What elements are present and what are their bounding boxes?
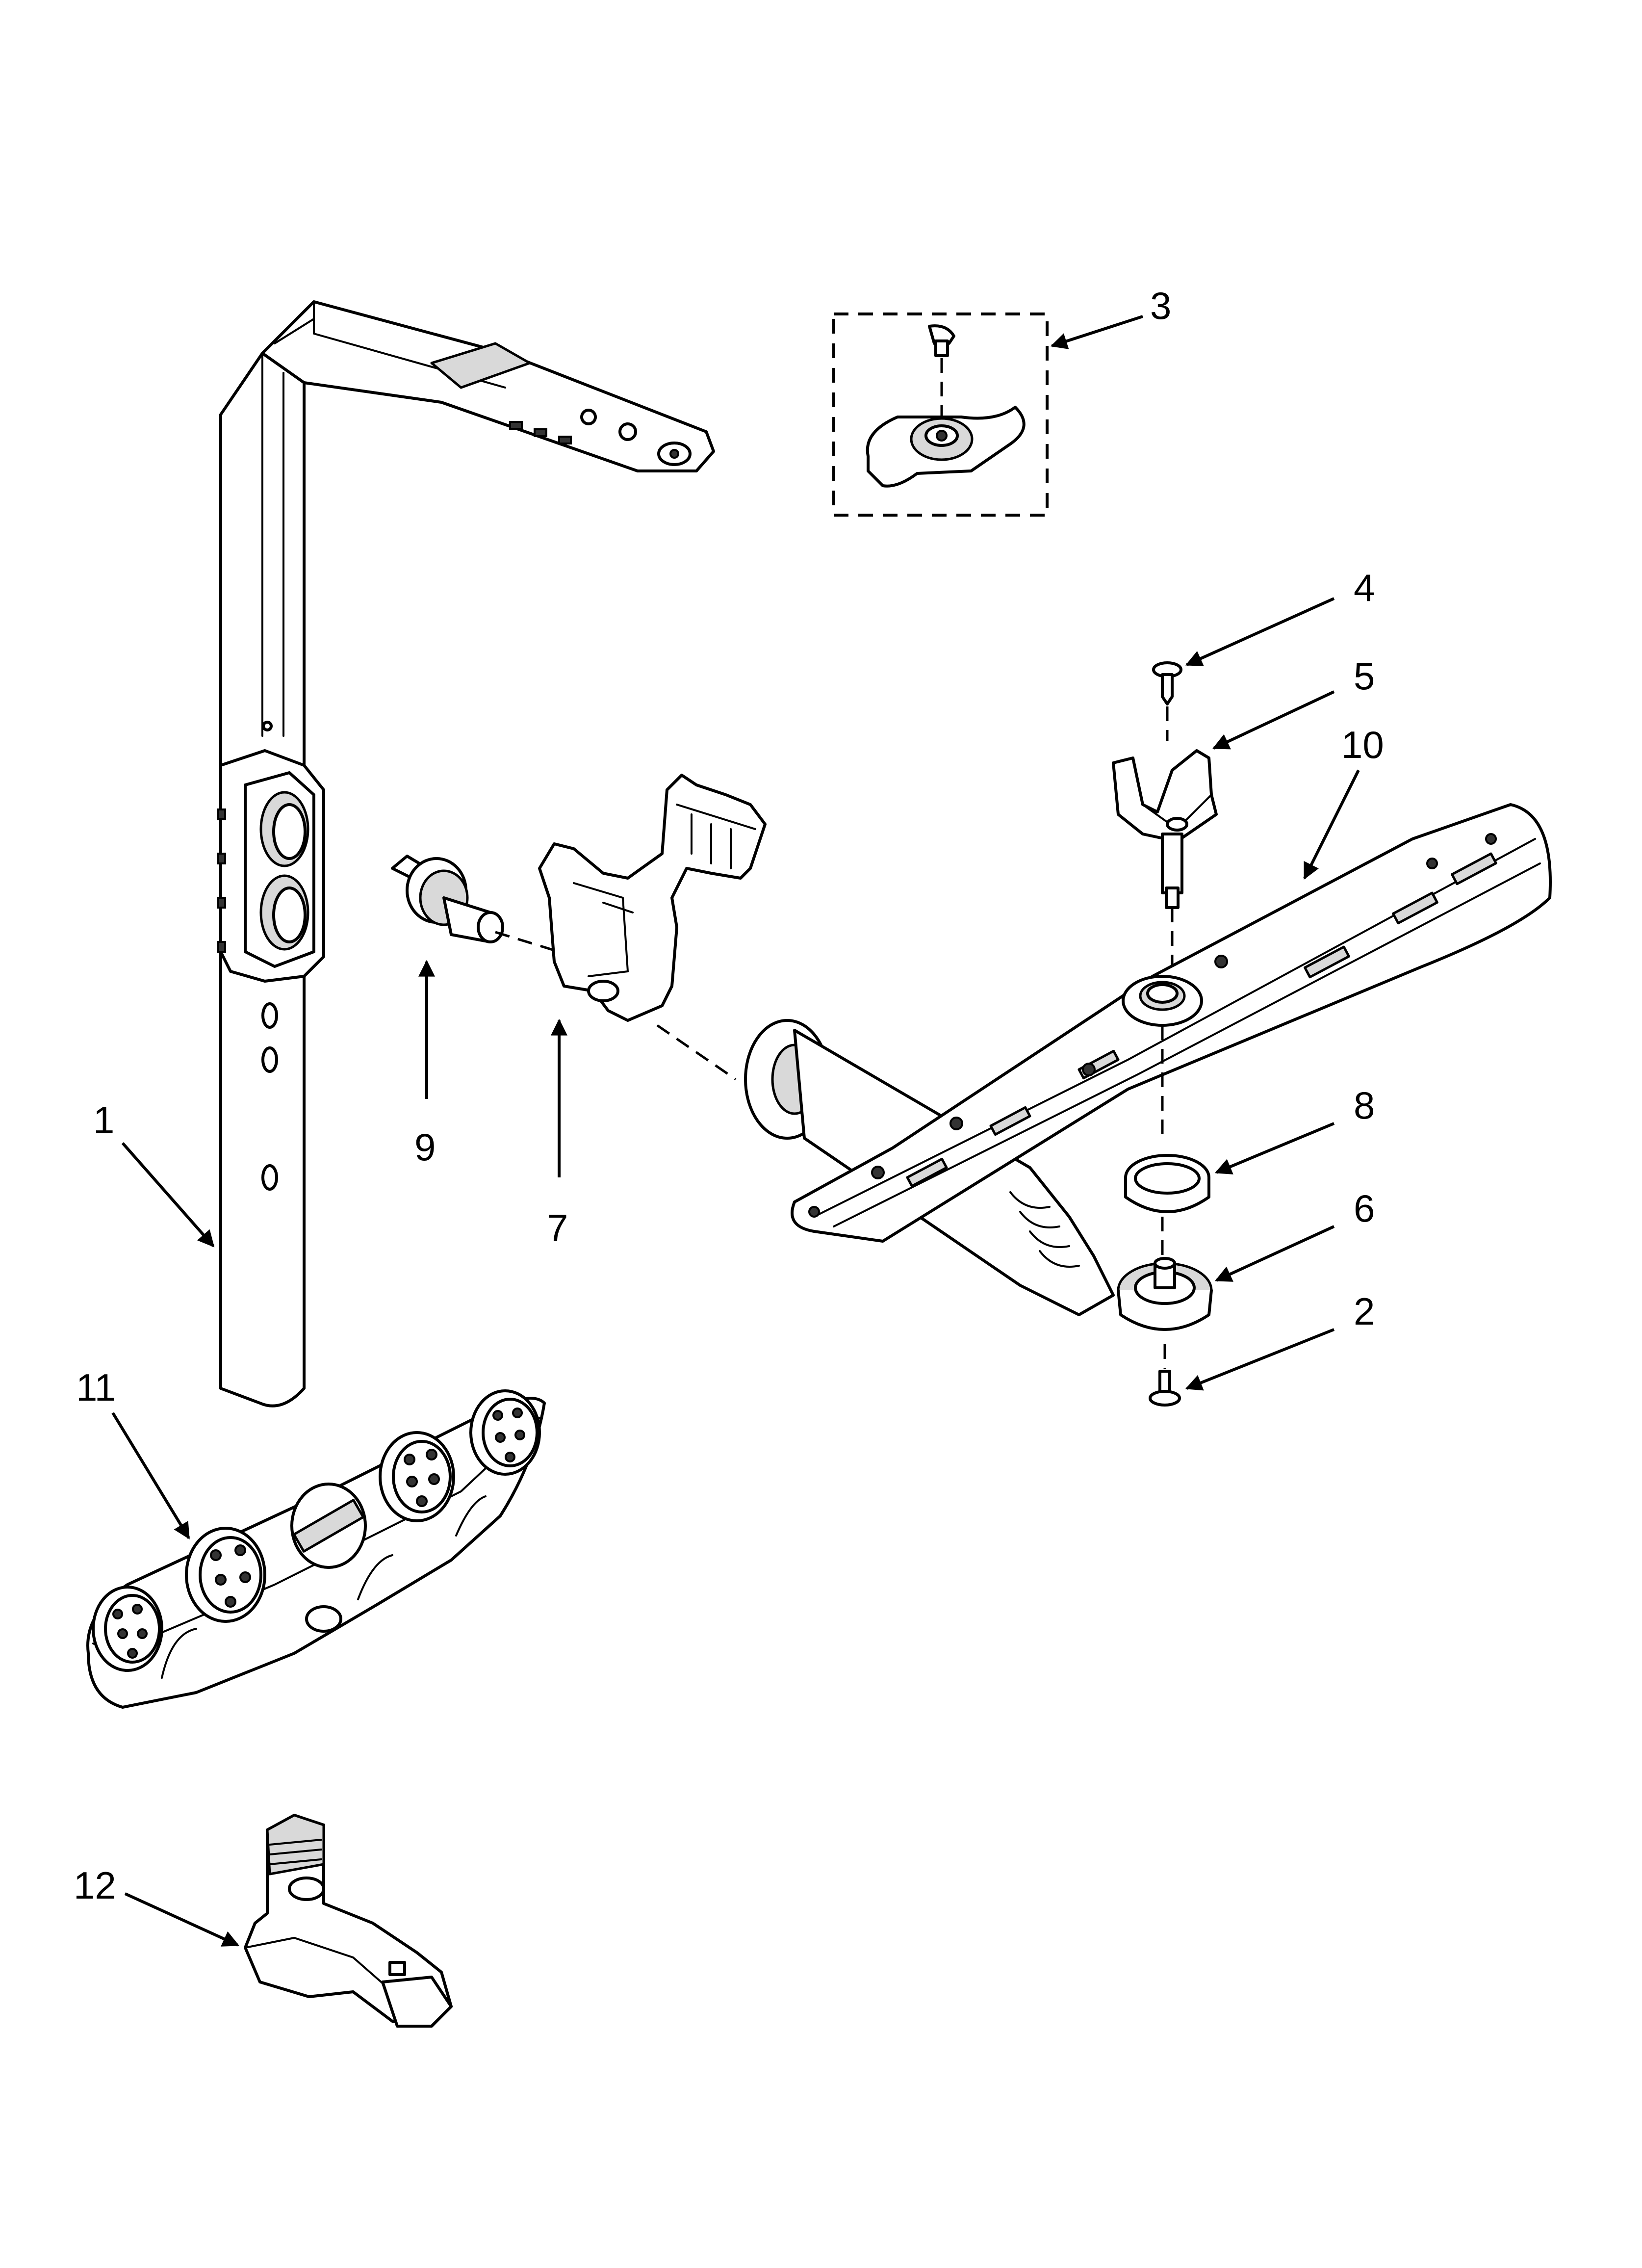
leader-lines [111, 315, 1360, 1947]
callout-7: 7 [547, 1206, 568, 1250]
leader-3 [1050, 315, 1143, 349]
leader-6 [1214, 1225, 1335, 1282]
part-9-plug [391, 855, 560, 953]
leader-11 [111, 1412, 190, 1539]
callout-4: 4 [1354, 566, 1375, 609]
leader-1 [121, 1142, 215, 1248]
leader-12 [124, 1892, 240, 1947]
kit-outline [832, 313, 1049, 517]
leader-2 [1185, 1328, 1335, 1391]
callout-12: 12 [74, 1864, 116, 1907]
callout-11: 11 [76, 1366, 116, 1409]
leader-8 [1214, 1122, 1335, 1174]
nozzle-disc-3 [379, 1431, 455, 1522]
callout-3: 3 [1150, 284, 1171, 327]
leader-4 [1185, 597, 1335, 666]
part-4-screw [1152, 661, 1182, 741]
callout-2: 2 [1354, 1290, 1375, 1333]
part-10-spray-arm [744, 803, 1552, 1316]
part-3-hub-kit [832, 313, 1049, 517]
callout-8: 8 [1354, 1084, 1375, 1127]
leader-10 [1303, 769, 1360, 880]
part-6-bearing [1117, 1257, 1213, 1331]
callout-9: 9 [414, 1125, 436, 1169]
leader-5 [1212, 690, 1335, 750]
part-12-adapter [244, 1814, 453, 2028]
nozzle-disc-1 [92, 1586, 163, 1672]
part-8-ring [1124, 1025, 1210, 1261]
part-2-screw [1149, 1344, 1181, 1407]
nozzle-disc-4 [469, 1389, 541, 1476]
callout-10: 10 [1341, 723, 1384, 766]
callout-6: 6 [1354, 1187, 1375, 1230]
callout-1: 1 [93, 1098, 114, 1142]
part-5-bracket [1112, 749, 1218, 966]
part-11-spray-manifold [86, 1389, 546, 1709]
part-1-supply-tube [217, 300, 715, 1408]
nozzle-disc-2 [185, 1527, 266, 1623]
part-7-manifold [538, 774, 767, 1081]
center-fitting [290, 1483, 367, 1633]
callout-labels: 1 2 3 4 5 6 7 8 9 10 11 12 [74, 284, 1384, 1907]
callout-5: 5 [1354, 654, 1375, 698]
